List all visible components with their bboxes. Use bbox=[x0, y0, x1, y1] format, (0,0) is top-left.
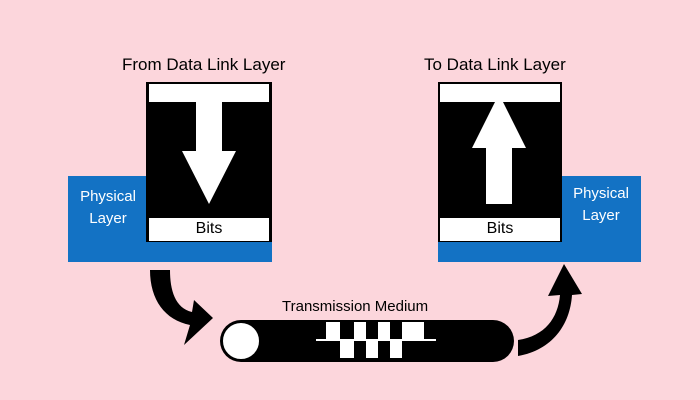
left-physical-line2: Layer bbox=[89, 210, 127, 227]
cable-end-cap bbox=[221, 321, 261, 361]
up-arrow-icon bbox=[472, 94, 526, 204]
curved-arrow-right-icon bbox=[518, 264, 582, 356]
right-physical-line1: Physical bbox=[573, 185, 629, 202]
right-bits-strip bbox=[440, 218, 560, 241]
left-title: From Data Link Layer bbox=[122, 55, 286, 74]
left-bits-label: Bits bbox=[195, 220, 223, 237]
transmission-medium-label: Transmission Medium bbox=[282, 298, 429, 315]
signal-pattern bbox=[316, 322, 436, 358]
right-bits-label: Bits bbox=[486, 220, 514, 237]
right-physical-layer-label: Physical Layer bbox=[563, 183, 639, 227]
right-title: To Data Link Layer bbox=[424, 55, 566, 74]
left-bits-strip bbox=[149, 218, 269, 241]
right-top-strip bbox=[440, 84, 560, 102]
left-physical-layer-label: Physical Layer bbox=[70, 186, 146, 230]
curved-arrow-left-icon bbox=[150, 270, 213, 345]
right-physical-line2: Layer bbox=[582, 207, 620, 224]
down-arrow-icon bbox=[182, 96, 236, 204]
left-top-strip bbox=[149, 84, 269, 102]
left-physical-line1: Physical bbox=[80, 188, 136, 205]
